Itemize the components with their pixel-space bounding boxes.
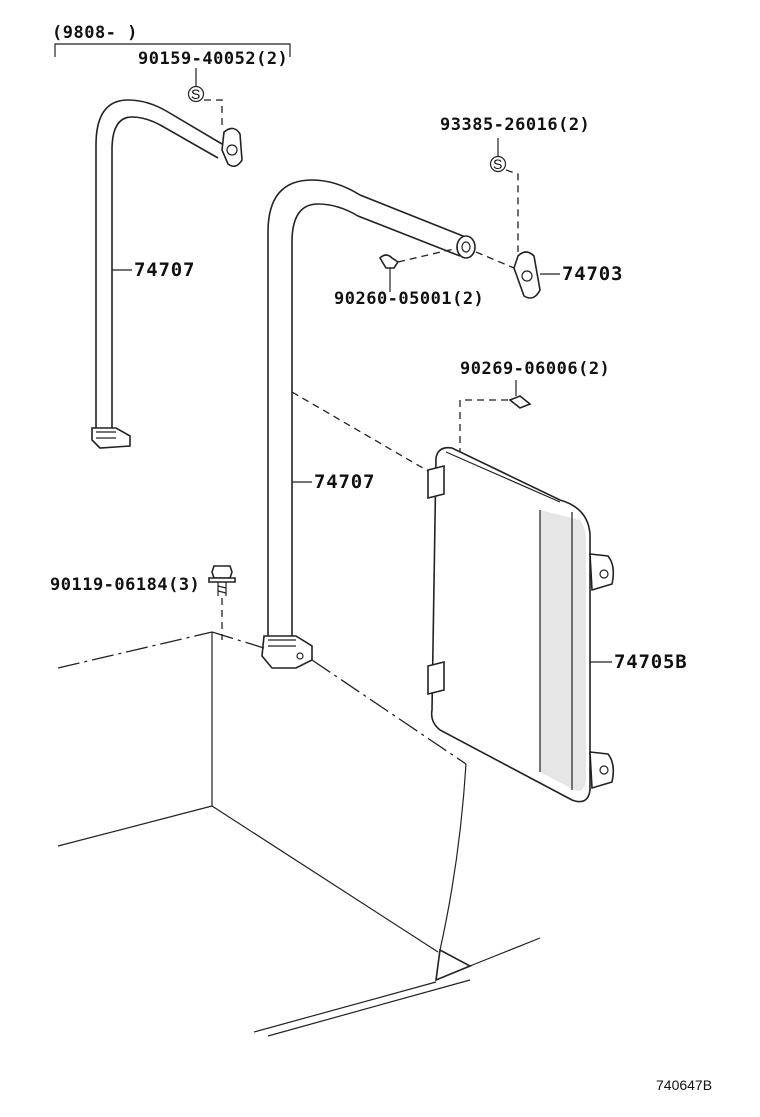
label-bracket-74703: 74703 [562,263,623,285]
upper-bar-74707[interactable] [91,99,243,449]
upper-bar-flange [221,127,243,168]
standard-part-marker-s-right: S [489,138,519,252]
main-bar-end [456,235,476,259]
bolt-9011906184[interactable] [208,565,236,640]
label-clip-9015940052: 90159-40052(2) [138,49,288,69]
svg-text:S: S [493,156,502,172]
main-bar-foot [261,635,313,669]
main-bar-74707[interactable] [261,179,476,669]
bracket-74703[interactable] [475,251,560,299]
panel-ear-lower [589,751,615,790]
date-range-label: (9808- ) [52,23,138,43]
vehicle-body-reference [57,631,541,1037]
label-screw-9338526016: 93385-26016(2) [440,115,590,135]
label-pin-9026005001: 90260-05001(2) [334,289,484,309]
label-bolt-9011906184: 90119-06184(3) [50,575,200,595]
label-upper-bar-74707: 74707 [134,259,195,281]
panel-ear-upper [589,553,615,592]
vehicle-body-corner [435,948,472,982]
panel-tab-top [427,464,445,500]
standard-part-marker-s-upper: S [187,68,223,128]
label-main-bar-74707: 74707 [314,471,375,493]
pin-9026005001[interactable] [378,247,459,292]
clip-9026906006[interactable] [459,380,532,470]
panel-74705b[interactable] [427,446,615,803]
label-panel-74705b: 74705B [614,651,687,673]
assembly-guide-line [291,391,441,479]
label-clip-9026906006: 90269-06006(2) [460,359,610,379]
date-range-bracket: (9808- ) [52,23,291,57]
svg-text:S: S [191,86,200,102]
diagram-id: 740647B [656,1077,712,1093]
panel-tab-middle [427,660,445,696]
